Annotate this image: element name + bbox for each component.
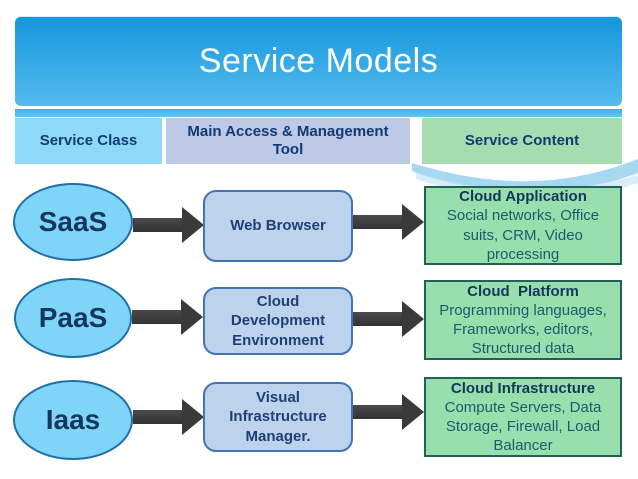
content-box-cloud-application: Cloud Application Social networks, Offic… bbox=[424, 186, 622, 265]
content-title: Cloud Platform bbox=[467, 282, 579, 300]
right-arrow-icon bbox=[353, 301, 424, 337]
tool-box-web-browser: Web Browser bbox=[203, 190, 353, 262]
right-arrow-icon bbox=[133, 207, 204, 243]
content-title: Cloud Infrastructure bbox=[450, 379, 596, 397]
right-arrow-icon bbox=[353, 204, 424, 240]
tool-label: Web Browser bbox=[230, 217, 326, 235]
title-accent-strip bbox=[15, 109, 622, 117]
column-header-main-access-tool: Main Access & Management Tool bbox=[166, 118, 410, 164]
service-class-ellipse-paas: PaaS bbox=[14, 278, 132, 358]
service-class-ellipse-iaas: Iaas bbox=[13, 380, 133, 460]
tool-label: Visual Infrastructure Manager. bbox=[229, 388, 327, 445]
content-body: Programming languages, Frameworks, edito… bbox=[439, 301, 607, 358]
content-body: Social networks, Office suits, CRM, Vide… bbox=[446, 207, 600, 263]
right-arrow-icon bbox=[353, 394, 424, 430]
service-class-label: PaaS bbox=[38, 302, 108, 333]
tool-box-cloud-development-environment: Cloud Development Environment bbox=[203, 287, 353, 355]
service-class-label: Iaas bbox=[45, 404, 101, 435]
title-bar: Service Models bbox=[15, 16, 622, 106]
column-header-service-content: Service Content bbox=[422, 118, 622, 164]
right-arrow-icon bbox=[132, 299, 203, 335]
page-title: Service Models bbox=[198, 41, 439, 80]
content-box-cloud-platform: Cloud Platform Programming languages, Fr… bbox=[424, 280, 622, 360]
service-class-label: SaaS bbox=[38, 206, 108, 237]
right-arrow-icon bbox=[133, 399, 204, 435]
column-header-service-class: Service Class bbox=[15, 118, 162, 164]
service-class-ellipse-saas: SaaS bbox=[13, 183, 133, 261]
tool-box-visual-infrastructure-manager: Visual Infrastructure Manager. bbox=[203, 382, 353, 452]
content-body: Compute Servers, Data Storage, Firewall,… bbox=[444, 398, 602, 455]
tool-label: Cloud Development Environment bbox=[230, 292, 326, 349]
content-title: Cloud Application bbox=[459, 188, 587, 206]
content-box-cloud-infrastructure: Cloud Infrastructure Compute Servers, Da… bbox=[424, 377, 622, 457]
